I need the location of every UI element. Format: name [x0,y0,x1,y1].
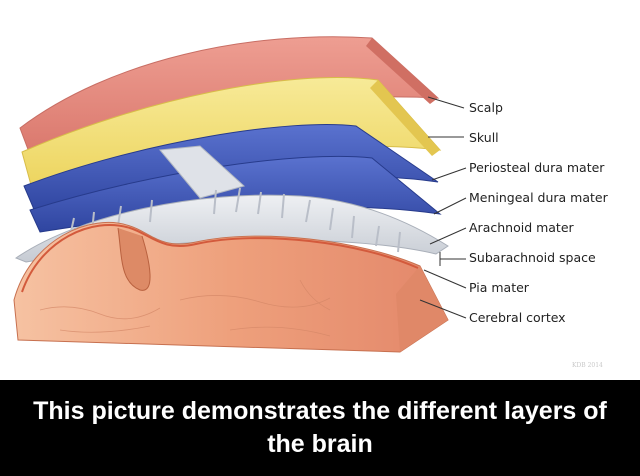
pia-mater-line [21,223,419,293]
label-periosteal-dura: Periosteal dura mater [469,160,605,175]
label-arachnoid-mater: Arachnoid mater [469,220,574,235]
sulcus [117,227,151,291]
brain-layers-diagram: Scalp Skull Periosteal dura mater Mening… [13,36,608,369]
credit-watermark: KDB 2014 [572,362,603,369]
label-meningeal-dura: Meningeal dura mater [469,190,608,205]
label-skull: Skull [469,130,499,145]
caption-text: This picture demonstrates the different … [33,397,607,458]
label-pia-mater: Pia mater [469,280,529,295]
label-scalp: Scalp [469,100,503,115]
label-subarachnoid-space: Subarachnoid space [469,250,596,265]
label-cerebral-cortex: Cerebral cortex [469,310,566,325]
leader-lines [419,96,467,319]
caption-bar: This picture demonstrates the different … [0,380,640,476]
brain-layers-illustration [13,36,467,353]
